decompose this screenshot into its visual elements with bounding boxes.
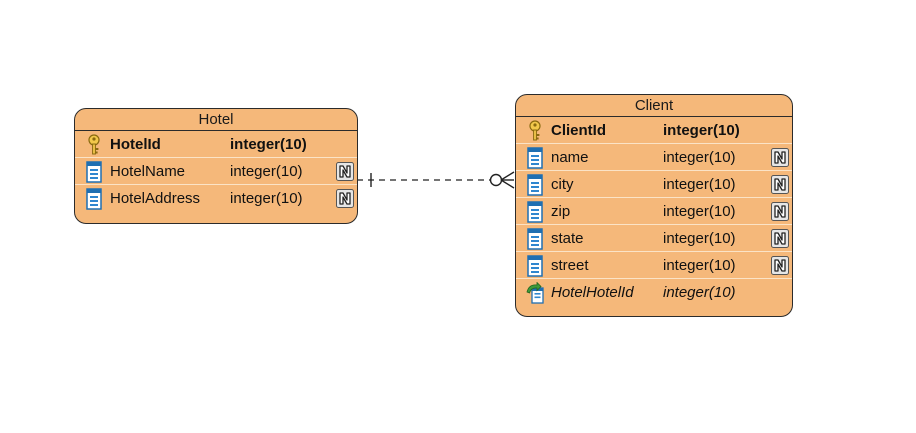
column-name: HotelAddress bbox=[110, 190, 201, 207]
column-row-zip[interactable]: zip integer(10) bbox=[516, 198, 792, 225]
column-row-street[interactable]: street integer(10) bbox=[516, 252, 792, 279]
column-icon bbox=[525, 147, 545, 169]
foreign-key-icon bbox=[525, 281, 545, 304]
entity-title: Client bbox=[516, 95, 792, 117]
column-row-hotelid[interactable]: HotelId integer(10) bbox=[75, 131, 357, 158]
column-name: city bbox=[551, 175, 574, 193]
column-type: integer(10) bbox=[663, 148, 736, 166]
column-name: HotelName bbox=[110, 162, 186, 180]
crow-foot-lower bbox=[500, 179, 515, 189]
primary-key-icon bbox=[525, 120, 545, 142]
column-name: name bbox=[551, 148, 589, 166]
column-list: ClientId integer(10) name integer(10) city in… bbox=[516, 117, 792, 306]
column-name: ClientId bbox=[551, 121, 606, 139]
nullable-icon bbox=[771, 148, 789, 167]
column-type: integer(10) bbox=[663, 121, 740, 139]
column-icon bbox=[525, 228, 545, 250]
nullable-icon bbox=[336, 162, 354, 181]
nullable-icon bbox=[771, 202, 789, 221]
column-type: integer(10) bbox=[230, 190, 303, 207]
column-row-clientid[interactable]: ClientId integer(10) bbox=[516, 117, 792, 144]
column-type: integer(10) bbox=[663, 202, 736, 220]
column-icon bbox=[525, 255, 545, 277]
column-icon bbox=[84, 188, 104, 210]
column-icon bbox=[525, 201, 545, 223]
crow-foot-upper bbox=[500, 171, 515, 181]
column-row-name[interactable]: name integer(10) bbox=[516, 144, 792, 171]
column-type: integer(10) bbox=[663, 284, 736, 301]
hotel-entity[interactable]: Hotel HotelId integer(10) HotelName integer… bbox=[74, 108, 358, 224]
column-name: HotelHotelId bbox=[551, 284, 634, 301]
column-name: HotelId bbox=[110, 135, 161, 153]
nullable-icon bbox=[336, 189, 354, 208]
column-name: state bbox=[551, 229, 584, 247]
column-name: zip bbox=[551, 202, 571, 220]
column-icon bbox=[84, 161, 104, 183]
entity-title: Hotel bbox=[75, 109, 357, 131]
column-row-hotelname[interactable]: HotelName integer(10) bbox=[75, 158, 357, 185]
nullable-icon bbox=[771, 256, 789, 275]
zero-cardinality-mark bbox=[489, 173, 503, 187]
client-entity[interactable]: Client ClientId integer(10) name integer(10… bbox=[515, 94, 793, 317]
column-type: integer(10) bbox=[663, 229, 736, 247]
column-row-hotelhotelid[interactable]: HotelHotelId integer(10) bbox=[516, 279, 792, 306]
column-type: integer(10) bbox=[663, 256, 736, 274]
column-row-hoteladdress[interactable]: HotelAddress integer(10) bbox=[75, 185, 357, 212]
column-icon bbox=[525, 174, 545, 196]
column-type: integer(10) bbox=[663, 175, 736, 193]
nullable-icon bbox=[771, 229, 789, 248]
column-row-state[interactable]: state integer(10) bbox=[516, 225, 792, 252]
column-type: integer(10) bbox=[230, 162, 303, 180]
nullable-icon bbox=[771, 175, 789, 194]
column-row-city[interactable]: city integer(10) bbox=[516, 171, 792, 198]
primary-key-icon bbox=[84, 134, 104, 156]
column-type: integer(10) bbox=[230, 135, 307, 153]
column-name: street bbox=[551, 256, 589, 274]
